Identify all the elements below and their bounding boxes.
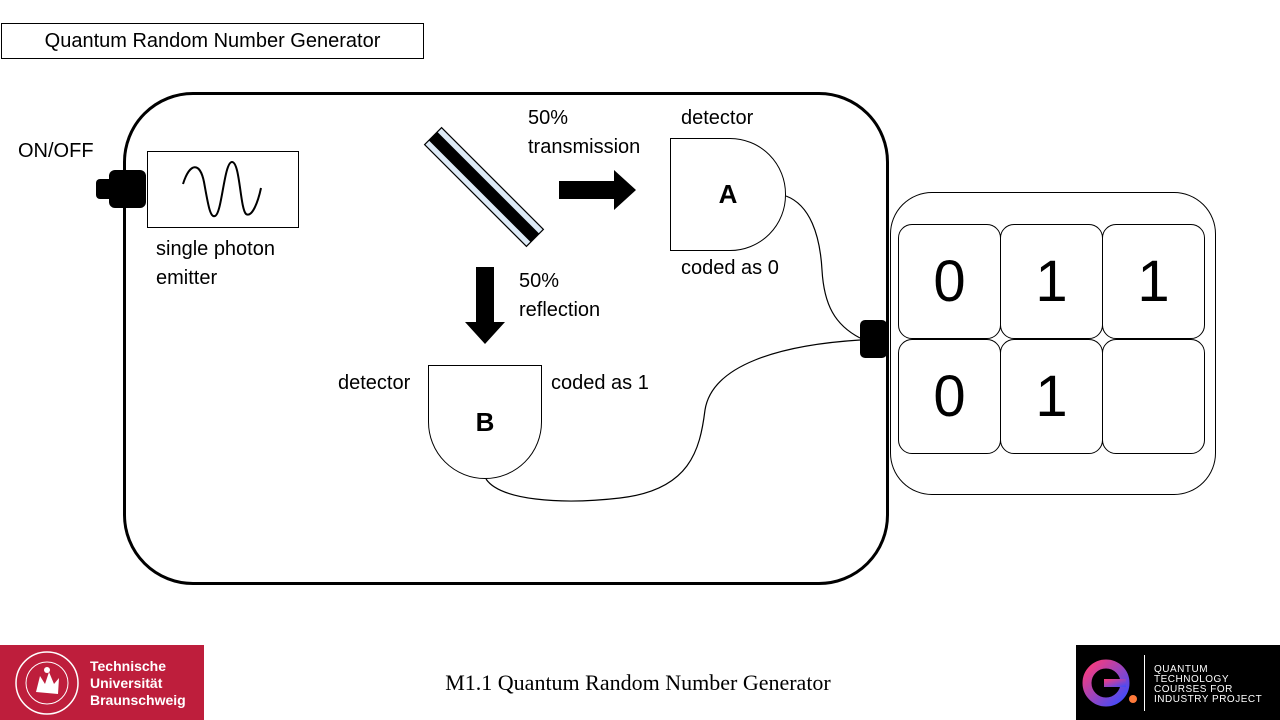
detector-a: A bbox=[670, 138, 786, 251]
qrng-device-box bbox=[123, 92, 889, 585]
on-off-label: ON/OFF bbox=[18, 140, 94, 162]
single-photon-emitter bbox=[147, 151, 299, 228]
display-cell: 0 bbox=[898, 224, 1001, 339]
qt-logo-text: QUANTUM TECHNOLOGY COURSES FOR INDUSTRY … bbox=[1154, 665, 1262, 705]
tu-braunschweig-logo: Technische Universität Braunschweig bbox=[0, 645, 204, 720]
reflection-arrow-icon bbox=[465, 267, 505, 344]
detector-a-letter: A bbox=[718, 179, 738, 209]
detector-b-letter: B bbox=[475, 406, 495, 437]
reflection-percent: 50% bbox=[519, 270, 560, 292]
tu-logo-line2: Universität bbox=[90, 675, 163, 691]
on-off-switch-icon bbox=[109, 170, 146, 208]
output-connector-icon bbox=[860, 320, 887, 358]
university-seal-icon bbox=[15, 651, 79, 715]
transmission-arrow-icon bbox=[559, 170, 636, 210]
reflection-label: reflection bbox=[519, 299, 601, 321]
qt-logo-line1: QUANTUM bbox=[1154, 664, 1209, 675]
beam-splitter-icon bbox=[423, 126, 545, 248]
page-title: Quantum Random Number Generator bbox=[1, 23, 424, 59]
display-cell: 1 bbox=[1000, 224, 1103, 339]
display-cell: 1 bbox=[1102, 224, 1205, 339]
qt-logo-line2: TECHNOLOGY bbox=[1154, 674, 1230, 685]
emitter-label-line1: single photon bbox=[156, 238, 275, 260]
display-cell: 1 bbox=[1000, 339, 1103, 454]
transmission-percent: 50% bbox=[528, 107, 569, 129]
wire-detector-a bbox=[785, 195, 861, 339]
qt-emblem-icon bbox=[1082, 659, 1137, 707]
transmission-label: transmission bbox=[528, 136, 641, 158]
display-cell: 0 bbox=[898, 339, 1001, 454]
output-display bbox=[890, 192, 1216, 495]
footer-caption: M1.1 Quantum Random Number Generator bbox=[445, 670, 831, 695]
display-cell bbox=[1102, 339, 1205, 454]
detector-a-code: coded as 0 bbox=[681, 257, 779, 279]
emitter-label-line2: emitter bbox=[156, 267, 218, 289]
tu-logo-text: Technische Universität Braunschweig bbox=[90, 658, 186, 709]
page-title-text: Quantum Random Number Generator bbox=[44, 29, 381, 52]
tu-logo-line1: Technische bbox=[90, 658, 166, 674]
detector-b-code: coded as 1 bbox=[551, 372, 649, 394]
tu-logo-line3: Braunschweig bbox=[90, 692, 186, 708]
detector-b-heading: detector bbox=[338, 372, 411, 394]
detector-b: B bbox=[428, 365, 542, 479]
wave-icon bbox=[182, 160, 262, 218]
qt-logo-line4: INDUSTRY PROJECT bbox=[1154, 694, 1263, 705]
qt-courses-logo: QUANTUM TECHNOLOGY COURSES FOR INDUSTRY … bbox=[1076, 645, 1280, 720]
qt-logo-divider bbox=[1144, 655, 1145, 711]
wire-detector-b bbox=[485, 339, 861, 502]
detector-a-heading: detector bbox=[681, 107, 754, 129]
qt-logo-line3: COURSES FOR bbox=[1154, 684, 1233, 695]
